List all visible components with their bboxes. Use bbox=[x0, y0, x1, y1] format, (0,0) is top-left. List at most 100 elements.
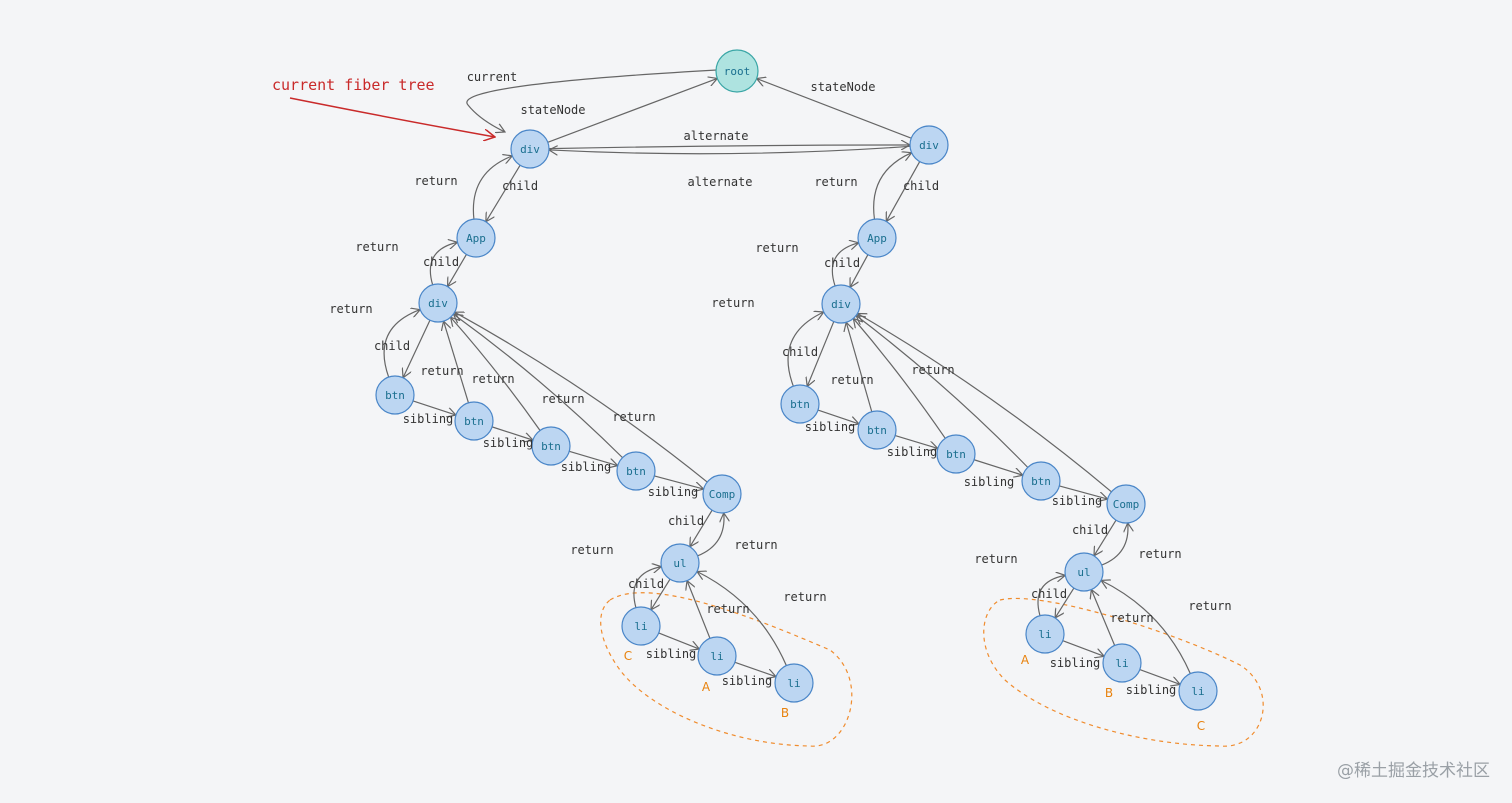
right-edge-label-return: return bbox=[974, 552, 1017, 566]
right-node-li-label: li bbox=[1115, 657, 1128, 670]
left-sibling-edge bbox=[412, 400, 456, 415]
left-order-label: C bbox=[624, 649, 632, 663]
right-edge-label-return: return bbox=[755, 241, 798, 255]
right-li-group-outline bbox=[983, 597, 1264, 747]
right-order-label: C bbox=[1197, 719, 1205, 733]
left-node-comp-circle bbox=[702, 474, 742, 514]
left-node-div-circle bbox=[418, 283, 458, 323]
left-node-app-label: App bbox=[466, 232, 486, 245]
right-sibling-edge bbox=[895, 434, 938, 449]
right-node-ul: ul bbox=[1064, 552, 1104, 592]
alternate-back-edge bbox=[549, 146, 911, 153]
left-edge-label-child: child bbox=[628, 577, 664, 591]
left-return-edge bbox=[383, 310, 420, 378]
right-return-edge bbox=[1101, 580, 1191, 674]
right-return-edge bbox=[857, 314, 1112, 493]
root-node-label: root bbox=[724, 65, 751, 78]
right-node-comp-label: Comp bbox=[1113, 498, 1140, 511]
left-return-edge bbox=[429, 242, 457, 285]
right-edge-label-return: return bbox=[814, 175, 857, 189]
left-return-edge bbox=[451, 317, 541, 431]
left-node-li: li bbox=[621, 606, 661, 646]
right-node-btn-label: btn bbox=[867, 424, 887, 437]
left-node-btn-label: btn bbox=[385, 389, 405, 402]
right-edge-label-sibling: sibling bbox=[805, 420, 856, 434]
left-return-edge bbox=[633, 567, 661, 608]
left-node-div: div bbox=[510, 129, 550, 169]
right-return-edge bbox=[856, 315, 1029, 468]
left-sibling-edge bbox=[734, 661, 776, 676]
left-node-comp: Comp bbox=[702, 474, 742, 514]
right-node-btn: btn bbox=[780, 384, 820, 424]
right-node-app-circle bbox=[857, 218, 897, 258]
left-node-comp-label: Comp bbox=[709, 488, 736, 501]
right-child-edge bbox=[850, 254, 869, 288]
right-node-li-label: li bbox=[1038, 628, 1051, 641]
left-node-li-circle bbox=[774, 663, 814, 703]
left-edge-label-stateNode: stateNode bbox=[520, 103, 585, 117]
right-node-ul-label: ul bbox=[1077, 566, 1090, 579]
right-sibling-edge bbox=[1062, 640, 1104, 657]
left-edge-label-return: return bbox=[541, 392, 584, 406]
left-edge-label-sibling: sibling bbox=[403, 412, 454, 426]
left-order-label: A bbox=[702, 680, 711, 694]
left-sibling-edge bbox=[654, 475, 703, 489]
left-order-label: B bbox=[781, 706, 789, 720]
left-node-div: div bbox=[418, 283, 458, 323]
left-child-edge bbox=[448, 254, 467, 286]
right-node-li: li bbox=[1025, 614, 1065, 654]
left-sibling-edge bbox=[658, 632, 700, 649]
right-child-edge bbox=[1094, 519, 1117, 556]
right-sibling-edge bbox=[973, 459, 1023, 475]
left-edge-label-child: child bbox=[502, 179, 538, 193]
right-return-edge bbox=[1091, 590, 1116, 646]
left-edge-label-return: return bbox=[612, 410, 655, 424]
right-edge-label-sibling: sibling bbox=[1052, 494, 1103, 508]
left-node-li: li bbox=[774, 663, 814, 703]
left-node-li-label: li bbox=[710, 650, 723, 663]
left-edge-label-child: child bbox=[374, 339, 410, 353]
left-node-div-label: div bbox=[428, 297, 448, 310]
left-sibling-edge bbox=[569, 450, 618, 465]
right-node-comp: Comp bbox=[1106, 484, 1146, 524]
left-sibling-edge bbox=[491, 426, 533, 440]
right-child-edge bbox=[807, 321, 835, 387]
left-child-edge bbox=[486, 164, 521, 222]
right-node-li: li bbox=[1178, 671, 1218, 711]
right-edge-label-child: child bbox=[1031, 587, 1067, 601]
right-node-btn-label: btn bbox=[1031, 475, 1051, 488]
current-fiber-tree-annotation: current fiber tree bbox=[272, 76, 435, 94]
left-edge-label-current: current bbox=[467, 70, 518, 84]
left-edge-label-return: return bbox=[414, 174, 457, 188]
left-node-li: li bbox=[697, 636, 737, 676]
left-node-app: App bbox=[456, 218, 496, 258]
left-edge-label-sibling: sibling bbox=[646, 647, 697, 661]
left-edge-label-child: child bbox=[668, 514, 704, 528]
left-edge-label-return: return bbox=[355, 240, 398, 254]
right-edge-label-return: return bbox=[1138, 547, 1181, 561]
left-node-li-circle bbox=[697, 636, 737, 676]
right-node-btn-label: btn bbox=[790, 398, 810, 411]
left-node-btn: btn bbox=[375, 375, 415, 415]
left-node-btn-circle bbox=[454, 401, 494, 441]
right-node-btn-circle bbox=[936, 434, 976, 474]
right-node-btn-label: btn bbox=[946, 448, 966, 461]
right-return-edge bbox=[1101, 523, 1128, 566]
right-return-edge bbox=[873, 153, 912, 220]
right-return-edge bbox=[853, 318, 946, 439]
right-node-div: div bbox=[909, 125, 949, 165]
left-node-div-label: div bbox=[520, 143, 540, 156]
right-sibling-edge bbox=[1059, 485, 1107, 499]
left-node-div-circle bbox=[510, 129, 550, 169]
watermark: @稀土掘金技术社区 bbox=[1337, 761, 1490, 781]
left-li-group-outline bbox=[600, 592, 853, 747]
left-edge-label-return: return bbox=[783, 590, 826, 604]
left-edge-label-sibling: sibling bbox=[561, 460, 612, 474]
left-return-edge bbox=[455, 312, 708, 483]
right-order-label: A bbox=[1021, 653, 1030, 667]
right-node-li-label: li bbox=[1191, 685, 1204, 698]
right-edge-label-child: child bbox=[903, 179, 939, 193]
left-node-btn: btn bbox=[531, 426, 571, 466]
left-node-ul-label: ul bbox=[673, 557, 686, 570]
left-node-btn-label: btn bbox=[541, 440, 561, 453]
